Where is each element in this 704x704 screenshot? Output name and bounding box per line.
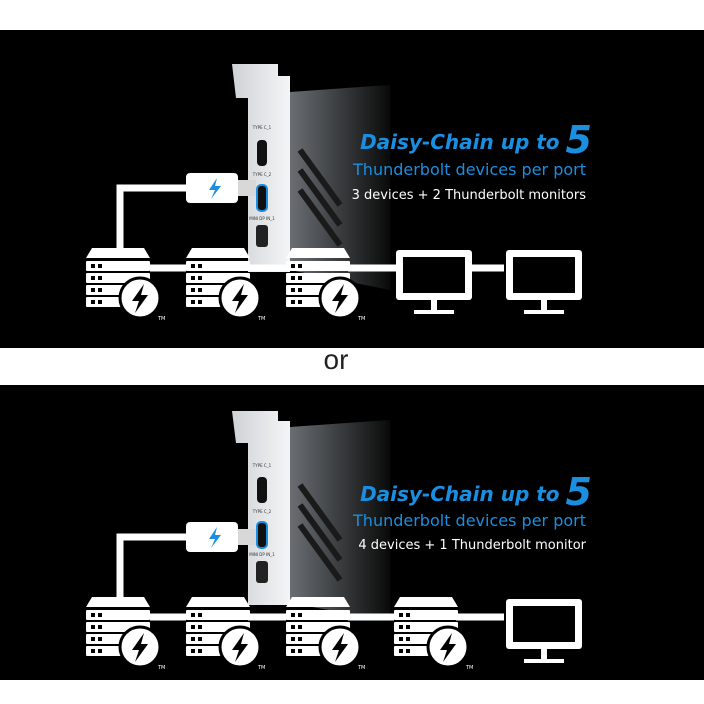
thunderbolt-cable <box>116 533 186 597</box>
thunderbolt-icon <box>332 284 348 313</box>
thunderbolt-plug <box>186 522 256 552</box>
panel-subheading: Thunderbolt devices per port <box>353 511 586 530</box>
thunderbolt-cable <box>116 184 186 250</box>
trademark-mark: TM <box>157 665 165 671</box>
port-label-1: TYPE C_1 <box>252 125 272 130</box>
monitor-icon <box>396 250 472 314</box>
pci-bracket: TYPE C_1 TYPE C_2 MINI DP IN_1 <box>232 411 290 605</box>
chain-illustration-top: TYPE C_1 TYPE C_2 MINI DP IN_1 TM TM TM <box>86 64 582 322</box>
storage-device-icon: TM <box>186 597 265 671</box>
separator-or: or <box>323 344 349 375</box>
trademark-mark: TM <box>357 316 365 322</box>
device-chain-bottom: TM TM TM TM <box>86 597 582 671</box>
trademark-mark: TM <box>257 665 265 671</box>
panel-subheading: Thunderbolt devices per port <box>353 160 586 179</box>
port-label-1: TYPE C_1 <box>252 463 272 468</box>
monitor-icon <box>506 599 582 663</box>
thunderbolt-icon <box>232 284 248 313</box>
thunderbolt-icon <box>232 633 248 662</box>
port-label-3: MINI DP IN_1 <box>249 216 275 221</box>
trademark-mark: TM <box>157 316 165 322</box>
heading-number: 5 <box>565 118 592 162</box>
device-chain-top: TM TM TM <box>86 248 582 322</box>
storage-device-icon: TM <box>86 597 165 671</box>
storage-device-icon: TM <box>186 248 265 322</box>
port-label-3: MINI DP IN_1 <box>249 552 275 557</box>
thunderbolt-icon <box>440 633 456 662</box>
monitor-icon <box>506 250 582 314</box>
diagram-panel-top: TYPE C_1 TYPE C_2 MINI DP IN_1 TM TM TM Da… <box>0 30 704 348</box>
trademark-mark: TM <box>257 316 265 322</box>
storage-device-icon: TM <box>286 597 365 671</box>
chain-illustration-bottom: TYPE C_1 TYPE C_2 MINI DP IN_1 TM TM TM TM <box>86 411 582 671</box>
storage-device-icon: TM <box>286 248 365 322</box>
expansion-card <box>290 420 390 621</box>
trademark-mark: TM <box>465 665 473 671</box>
panel-description: 3 devices + 2 Thunderbolt monitors <box>351 188 586 203</box>
storage-device-icon: TM <box>394 597 473 671</box>
heading-number: 5 <box>565 470 592 514</box>
expansion-card <box>290 85 390 290</box>
storage-device-icon: TM <box>86 248 165 322</box>
trademark-mark: TM <box>357 665 365 671</box>
thunderbolt-plug <box>186 173 256 203</box>
pci-bracket: TYPE C_1 TYPE C_2 MINI DP IN_1 <box>232 64 290 272</box>
thunderbolt-icon <box>132 284 148 313</box>
port-label-2: TYPE C_2 <box>252 509 272 514</box>
thunderbolt-icon <box>332 633 348 662</box>
panel-description: 4 devices + 1 Thunderbolt monitor <box>358 538 586 553</box>
port-label-2: TYPE C_2 <box>252 172 272 177</box>
thunderbolt-icon <box>132 633 148 662</box>
